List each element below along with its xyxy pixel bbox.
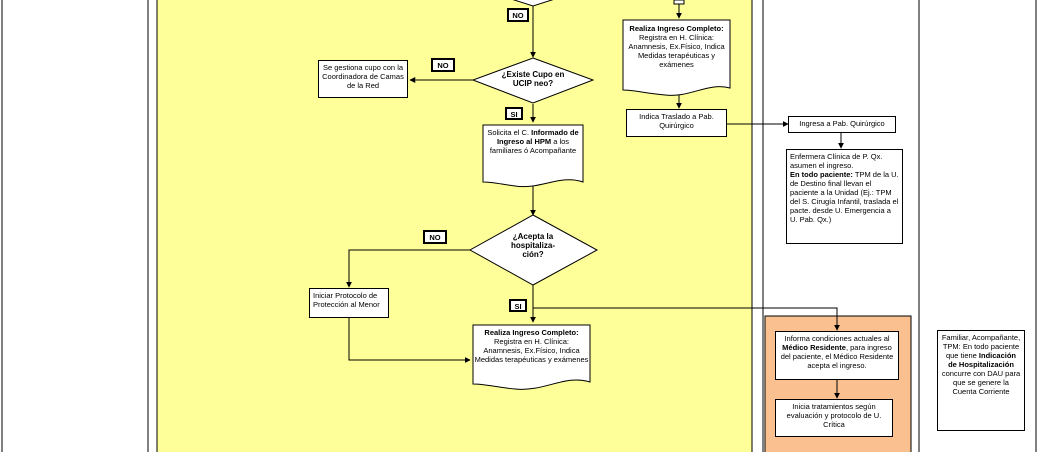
solicita-ci-post: a los familiares ó Acompañante	[489, 137, 577, 155]
familiar-bold: Indicación de Hospitalización	[948, 351, 1017, 369]
top-connector-stub	[673, 0, 685, 5]
informa-post: , para ingreso del paciente, el Médico R…	[780, 343, 894, 370]
solicita-ci-bold: Informado de Ingreso al HPM	[496, 128, 579, 146]
enfermera-bold: En todo paciente:	[790, 170, 853, 179]
ingresa-pab-box: Ingresa a Pab. Quirúrgico	[788, 116, 896, 133]
ingreso-completo-body: Registra en H. Clínica: Anamnesis, Ex.Fí…	[474, 337, 589, 364]
ingreso-completo-text: Realiza Ingreso Completo: Registra en H.…	[474, 328, 589, 364]
ingreso-completo-top-title: Realiza Ingreso Completo:	[629, 24, 724, 33]
familiar-box: Familiar, Acompañante, TPM: En todo paci…	[937, 330, 1025, 431]
indica-traslado-box: Indica Traslado a Pab. Quirúrgico	[626, 109, 727, 137]
enfermera-line1: Enfermera Clínica de P. Qx. asumen el in…	[790, 152, 883, 170]
familiar-pre: Familiar, Acompañante, TPM: En todo paci…	[941, 333, 1021, 360]
solicita-ci-doc-shape	[482, 124, 584, 188]
protocolo-menor-box: Iniciar Protocolo de Protección al Menor	[309, 288, 389, 318]
informa-condiciones-box: Informa condiciones actuales al Médico R…	[775, 331, 899, 380]
enfermera-line2: TPM de la U. de Destino final llevan el …	[790, 170, 899, 224]
si-label-cupo: SI	[505, 107, 523, 120]
no-label-top: NO	[507, 8, 529, 22]
informa-bold: Médico Residente	[782, 343, 846, 352]
existe-cupo-text: ¿Existe Cupo en UCIP neo?	[501, 70, 565, 88]
acepta-hosp-diamond	[468, 214, 599, 286]
enfermera-box: Enfermera Clínica de P. Qx. asumen el in…	[786, 149, 903, 244]
top-decision-diamond	[512, 0, 554, 7]
familiar-post: concurre con DAU para que se genere la C…	[941, 369, 1021, 396]
gestiona-cupo-box: Se gestiona cupo con la Coordinadora de …	[318, 60, 408, 98]
solicita-ci-text: Solicita el C. Informado de Ingreso al H…	[484, 128, 582, 155]
solicita-ci-pre: Solicita el C.	[487, 128, 532, 137]
acepta-hosp-text: ¿Acepta la hospitaliza-ción?	[510, 232, 555, 259]
ingreso-completo-doc-shape	[472, 324, 591, 390]
ingreso-completo-top-body: Registra en H. Clínica: Anamnesis, Ex.Fí…	[628, 33, 725, 69]
si-label-acepta: SI	[509, 299, 527, 312]
inicia-tratamientos-box: Inicia tratamientos según evaluación y p…	[775, 399, 893, 437]
informa-pre: Informa condiciones actuales al	[784, 334, 890, 343]
ingreso-completo-top-text: Realiza Ingreso Completo: Registra en H.…	[624, 24, 729, 69]
connectors	[346, 0, 844, 399]
no-label-acepta: NO	[423, 230, 447, 244]
existe-cupo-diamond	[471, 57, 595, 104]
no-label-cupo: NO	[431, 58, 455, 72]
ingreso-completo-title: Realiza Ingreso Completo:	[484, 328, 579, 337]
ingreso-completo-top-doc-shape	[622, 19, 731, 96]
